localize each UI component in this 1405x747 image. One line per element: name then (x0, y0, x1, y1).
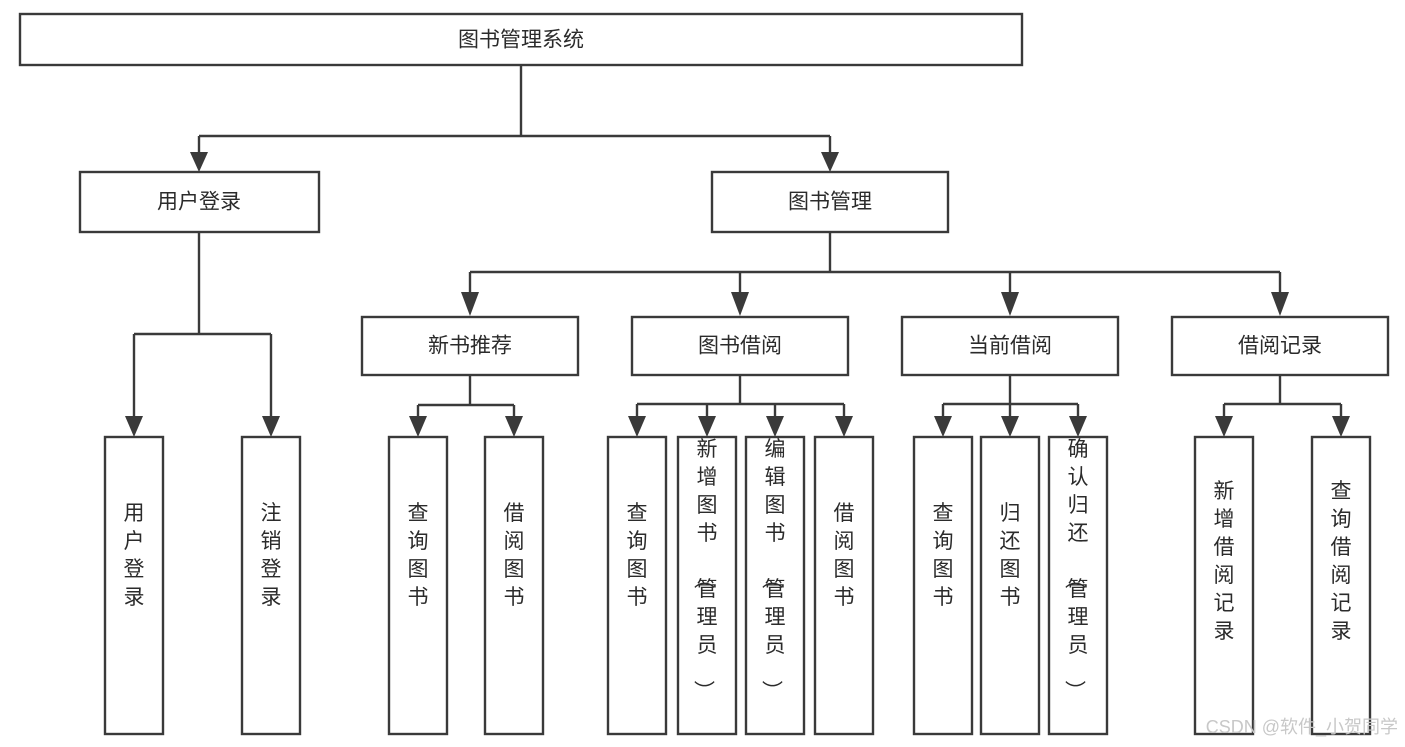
node-user-login-box[interactable] (78, 170, 321, 234)
arrowhead-book-management (821, 152, 839, 172)
arrowhead-leaf-add-record (1215, 416, 1233, 437)
arrowhead-new-book-recommend (461, 292, 479, 316)
node-leaf-edit-book-box[interactable] (744, 435, 806, 736)
node-leaf-query-book-2-label: 查询图书 (627, 502, 648, 609)
node-leaf-user-login[interactable]: 用户登录 (103, 435, 165, 736)
arrowhead-leaf-query-book-1 (409, 416, 427, 437)
node-leaf-user-login-box[interactable] (103, 435, 165, 736)
node-new-book-recommend[interactable]: 新书推荐 (360, 315, 580, 377)
arrowhead-leaf-confirm-return (1069, 416, 1087, 437)
node-leaf-add-book-box[interactable] (676, 435, 738, 736)
node-leaf-add-record-label: 新增借阅记录 (1214, 480, 1235, 643)
arrowhead-leaf-borrow-book-2 (835, 416, 853, 437)
node-leaf-borrow-book-1[interactable]: 借阅图书 (483, 435, 545, 736)
node-book-management-box[interactable] (710, 170, 950, 234)
node-book-management-label: 图书管理 (788, 191, 872, 214)
arrowhead-leaf-query-book-2 (628, 416, 646, 437)
node-leaf-logout-login-label: 注销登录 (261, 502, 282, 609)
node-leaf-user-login-label: 用户登录 (124, 502, 145, 609)
node-leaf-query-book-1[interactable]: 查询图书 (387, 435, 449, 736)
node-leaf-confirm-return-label: 确认归还（管理员） (1063, 438, 1089, 701)
node-book-management[interactable]: 图书管理 (710, 170, 950, 234)
arrowhead-leaf-edit-book (766, 416, 784, 437)
node-leaf-query-book-1-box[interactable] (387, 435, 449, 736)
node-leaf-add-record-box[interactable] (1193, 435, 1255, 736)
arrowhead-leaf-logout-login (262, 416, 280, 437)
node-leaf-add-record[interactable]: 新增借阅记录 (1193, 435, 1255, 736)
arrowhead-borrow-record (1271, 292, 1289, 316)
node-user-login[interactable]: 用户登录 (78, 170, 321, 234)
node-leaf-logout-login-box[interactable] (240, 435, 302, 736)
node-leaf-query-book-1-label: 查询图书 (408, 502, 429, 609)
node-book-borrow-label: 图书借阅 (698, 335, 782, 358)
node-borrow-record[interactable]: 借阅记录 (1170, 315, 1390, 377)
node-book-borrow[interactable]: 图书借阅 (630, 315, 850, 377)
node-new-book-recommend-label: 新书推荐 (428, 335, 512, 358)
arrowhead-current-borrow (1001, 292, 1019, 316)
node-book-borrow-box[interactable] (630, 315, 850, 377)
node-leaf-borrow-book-1-box[interactable] (483, 435, 545, 736)
node-leaf-edit-book-label: 编辑图书（管理员） (760, 438, 786, 701)
node-leaf-borrow-book-2-label: 借阅图书 (834, 502, 855, 609)
node-leaf-add-book[interactable]: 新增图书（管理员） (676, 435, 738, 736)
node-leaf-borrow-book-1-label: 借阅图书 (504, 502, 525, 609)
node-borrow-record-box[interactable] (1170, 315, 1390, 377)
node-leaf-add-book-label: 新增图书（管理员） (692, 438, 718, 701)
node-leaf-query-record-label: 查询借阅记录 (1331, 480, 1352, 643)
arrowhead-leaf-user-login (125, 416, 143, 437)
node-leaf-query-book-2-box[interactable] (606, 435, 668, 736)
node-root[interactable]: 图书管理系统 (18, 12, 1024, 67)
arrowhead-leaf-query-record (1332, 416, 1350, 437)
node-leaf-confirm-return-box[interactable] (1047, 435, 1109, 736)
node-leaf-query-book-3-box[interactable] (912, 435, 974, 736)
node-leaf-return-book-box[interactable] (979, 435, 1041, 736)
node-leaf-query-book-3-label: 查询图书 (933, 502, 954, 609)
node-root-box[interactable] (18, 12, 1024, 67)
csdn-watermark: CSDN @软件_小贺同学 (1206, 717, 1398, 738)
node-root-label: 图书管理系统 (458, 29, 584, 52)
node-leaf-query-book-2[interactable]: 查询图书 (606, 435, 668, 736)
node-leaf-borrow-book-2-box[interactable] (813, 435, 875, 736)
arrowhead-book-borrow (731, 292, 749, 316)
node-leaf-query-record[interactable]: 查询借阅记录 (1310, 435, 1372, 736)
node-new-book-recommend-box[interactable] (360, 315, 580, 377)
node-leaf-borrow-book-2[interactable]: 借阅图书 (813, 435, 875, 736)
node-user-login-label: 用户登录 (157, 191, 241, 214)
node-leaf-return-book-label: 归还图书 (1000, 502, 1021, 609)
arrowhead-leaf-return-book (1001, 416, 1019, 437)
node-current-borrow-label: 当前借阅 (968, 335, 1052, 358)
node-borrow-record-label: 借阅记录 (1238, 335, 1322, 358)
node-leaf-confirm-return[interactable]: 确认归还（管理员） (1047, 435, 1109, 736)
arrowhead-leaf-query-book-3 (934, 416, 952, 437)
node-current-borrow[interactable]: 当前借阅 (900, 315, 1120, 377)
node-current-borrow-box[interactable] (900, 315, 1120, 377)
node-leaf-query-record-box[interactable] (1310, 435, 1372, 736)
connector-layer (125, 65, 1350, 437)
arrowhead-leaf-borrow-book-1 (505, 416, 523, 437)
node-leaf-logout-login[interactable]: 注销登录 (240, 435, 302, 736)
arrowhead-user-login (190, 152, 208, 172)
node-leaf-edit-book[interactable]: 编辑图书（管理员） (744, 435, 806, 736)
arrowhead-leaf-add-book (698, 416, 716, 437)
node-leaf-return-book[interactable]: 归还图书 (979, 435, 1041, 736)
node-leaf-query-book-3[interactable]: 查询图书 (912, 435, 974, 736)
